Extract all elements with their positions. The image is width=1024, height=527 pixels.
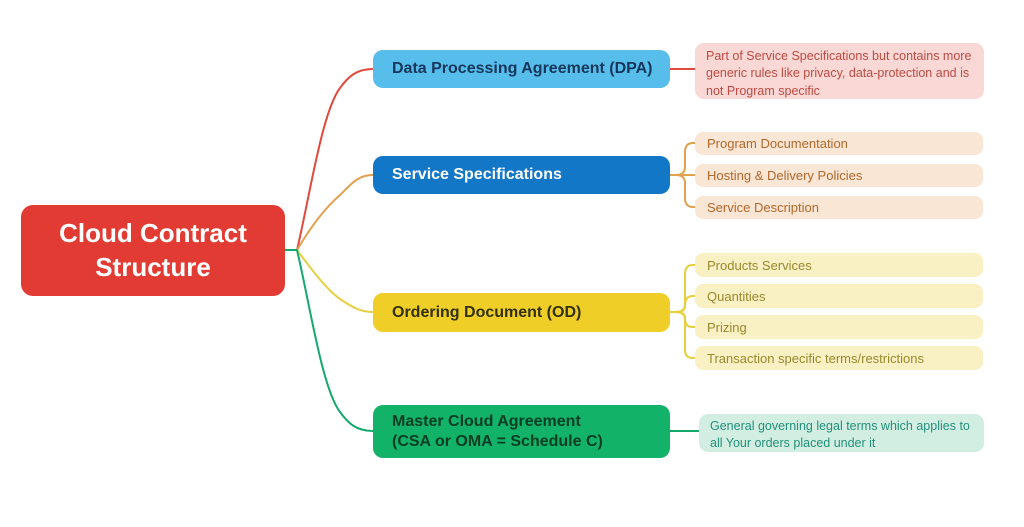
note-transaction-specific-terms[interactable]: Transaction specific terms/restrictions <box>695 346 983 370</box>
root-node-label: Cloud Contract Structure <box>59 217 247 282</box>
branch-node-ordering-document[interactable]: Ordering Document (OD) <box>373 293 670 332</box>
note-service-description[interactable]: Service Description <box>695 196 983 219</box>
branch-node-label: Data Processing Agreement (DPA) <box>392 60 653 77</box>
note-prizing[interactable]: Prizing <box>695 315 983 339</box>
branch-node-master-cloud-agreement[interactable]: Master Cloud Agreement (CSA or OMA = Sch… <box>373 405 670 458</box>
connector-dpa <box>296 68 698 251</box>
branch-node-label: Ordering Document (OD) <box>392 303 582 321</box>
branch-node-label-line1: Master Cloud Agreement <box>392 412 581 430</box>
branch-node-dpa[interactable]: Data Processing Agreement (DPA) <box>373 50 670 88</box>
note-dpa-description[interactable]: Part of Service Specifications but conta… <box>695 43 984 99</box>
root-node-cloud-contract-structure[interactable]: Cloud Contract Structure <box>21 205 285 296</box>
branch-node-label: Master Cloud Agreement (CSA or OMA = Sch… <box>392 412 603 452</box>
note-mca-description[interactable]: General governing legal terms which appl… <box>699 414 984 452</box>
note-quantities[interactable]: Quantities <box>695 284 983 308</box>
connector-ordering-document <box>296 249 698 359</box>
note-hosting-delivery-policies[interactable]: Hosting & Delivery Policies <box>695 164 983 187</box>
branch-node-service-specifications[interactable]: Service Specifications <box>373 156 670 194</box>
branch-node-label: Service Specifications <box>392 166 562 183</box>
note-program-documentation[interactable]: Program Documentation <box>695 132 983 155</box>
connector-master-cloud-agreement <box>284 249 702 432</box>
connector-service-specifications <box>296 142 698 251</box>
note-products-services[interactable]: Products Services <box>695 253 983 277</box>
branch-node-label-line2: (CSA or OMA = Schedule C) <box>392 432 603 450</box>
